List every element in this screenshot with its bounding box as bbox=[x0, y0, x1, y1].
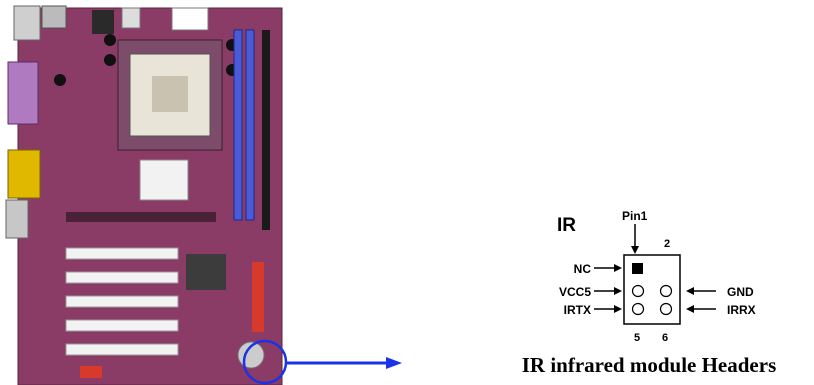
pin-number-bottom-left: 5 bbox=[634, 332, 640, 344]
atx-power-connector bbox=[171, 7, 209, 31]
signal-gnd: GND bbox=[727, 285, 754, 299]
signal-irrx: IRRX bbox=[727, 303, 756, 317]
pin-number-bottom-right: 6 bbox=[662, 332, 668, 344]
pci-slot bbox=[65, 319, 179, 332]
arrow-vcc5-head bbox=[614, 287, 622, 295]
pin-3 bbox=[631, 284, 645, 298]
pci-slot bbox=[65, 271, 179, 284]
callout-arrow-head bbox=[386, 357, 402, 369]
audio-jacks bbox=[5, 199, 29, 239]
dimm-slot bbox=[233, 29, 243, 221]
ps2-port-block bbox=[13, 5, 41, 41]
signal-irtx: IRTX bbox=[564, 303, 591, 317]
header-outline bbox=[623, 254, 681, 325]
agp-slot bbox=[66, 212, 216, 222]
dimm-slot bbox=[245, 29, 255, 221]
diagram-caption: IR infrared module Headers bbox=[521, 353, 777, 377]
cpu-power-connector bbox=[121, 7, 141, 29]
capacitor bbox=[104, 34, 116, 46]
header-name: IR bbox=[557, 215, 576, 236]
ide-connector bbox=[252, 262, 264, 332]
pin-4 bbox=[659, 284, 673, 298]
ir-pin-diagram: IR Pin1 2 5 6 NC VCC5 IRTX GND IRRX bbox=[557, 209, 756, 344]
south-bridge-chip bbox=[186, 254, 226, 290]
pin1-label: Pin1 bbox=[622, 209, 648, 223]
capacitor bbox=[104, 54, 116, 66]
pin-1-square bbox=[632, 263, 643, 274]
pci-slot bbox=[65, 343, 179, 356]
north-bridge-chip bbox=[139, 159, 189, 201]
pin-5 bbox=[631, 302, 645, 316]
arrow-gnd-head bbox=[686, 287, 694, 295]
signal-vcc5: VCC5 bbox=[559, 285, 591, 299]
pci-slot bbox=[65, 295, 179, 308]
game-port bbox=[7, 149, 41, 199]
usb-port-block bbox=[41, 5, 67, 29]
front-panel-connector bbox=[80, 366, 102, 378]
capacitor bbox=[54, 74, 66, 86]
arrow-irrx-head bbox=[686, 305, 694, 313]
fan-connector bbox=[92, 10, 114, 34]
pin1-arrow-head bbox=[631, 246, 639, 254]
dimm-slot bbox=[262, 30, 270, 230]
pin-6 bbox=[659, 302, 673, 316]
signal-nc: NC bbox=[574, 262, 592, 276]
ir-header-callout-circle bbox=[242, 339, 288, 385]
arrow-nc-head bbox=[614, 264, 622, 272]
parallel-port bbox=[7, 61, 39, 125]
pci-slot bbox=[65, 247, 179, 260]
cpu-socket-center bbox=[152, 76, 188, 112]
pin-number-top-right: 2 bbox=[664, 238, 670, 250]
arrow-irtx-head bbox=[614, 305, 622, 313]
